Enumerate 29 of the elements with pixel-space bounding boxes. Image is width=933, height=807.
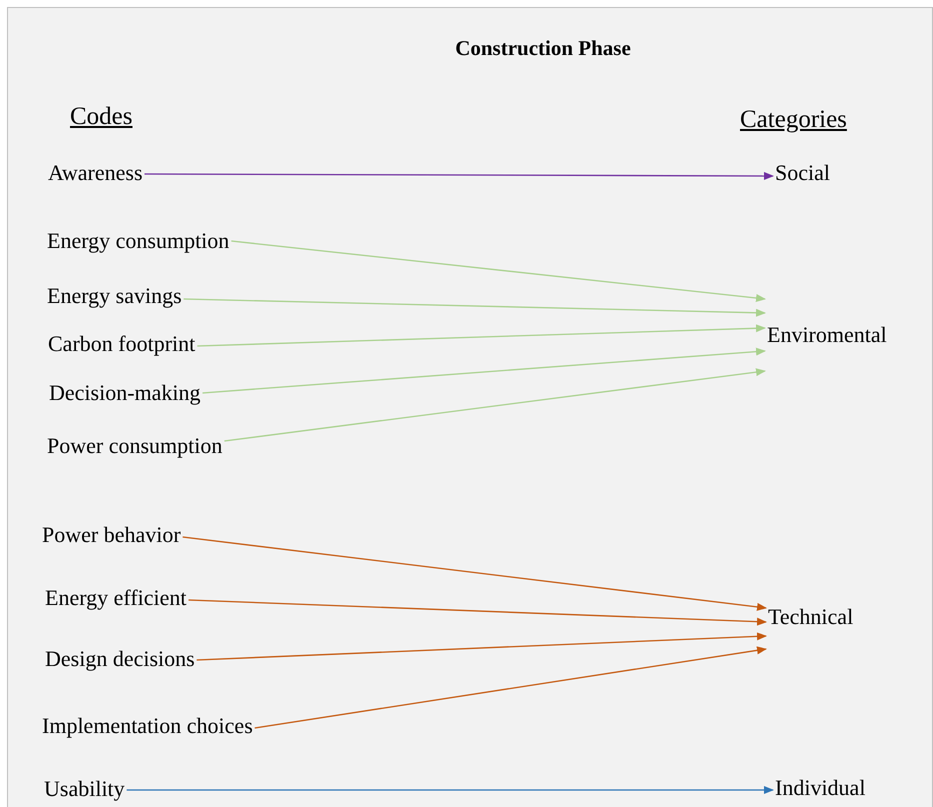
arrow <box>188 599 767 626</box>
code-text: Energy savings <box>47 283 182 309</box>
code-text: Carbon footprint <box>48 331 196 357</box>
arrow <box>231 240 766 302</box>
diagram-title: Construction Phase <box>454 35 632 62</box>
arrow <box>196 632 767 661</box>
column-heading: Codes <box>70 102 132 132</box>
arrow <box>202 348 766 394</box>
arrow <box>182 536 767 611</box>
code-text: Usability <box>44 776 125 802</box>
category-text: Technical <box>768 604 854 630</box>
code-text: Energy efficient <box>45 585 187 611</box>
category-text: Enviromental <box>767 322 887 348</box>
arrow <box>197 324 766 347</box>
arrow <box>254 646 767 729</box>
code-text: Energy consumption <box>47 228 230 254</box>
code-text: Power behavior <box>42 522 181 548</box>
arrow <box>144 172 774 180</box>
code-text: Power consumption <box>47 433 222 459</box>
code-text: Decision-making <box>49 380 201 406</box>
column-heading: Categories <box>740 105 847 135</box>
code-text: Design decisions <box>45 646 195 672</box>
code-text: Implementation choices <box>42 713 253 739</box>
arrow <box>224 368 766 442</box>
arrow <box>184 298 766 317</box>
category-text: Social <box>775 160 830 186</box>
code-text: Awareness <box>48 160 142 186</box>
arrow <box>126 786 774 794</box>
category-text: Individual <box>775 775 866 801</box>
